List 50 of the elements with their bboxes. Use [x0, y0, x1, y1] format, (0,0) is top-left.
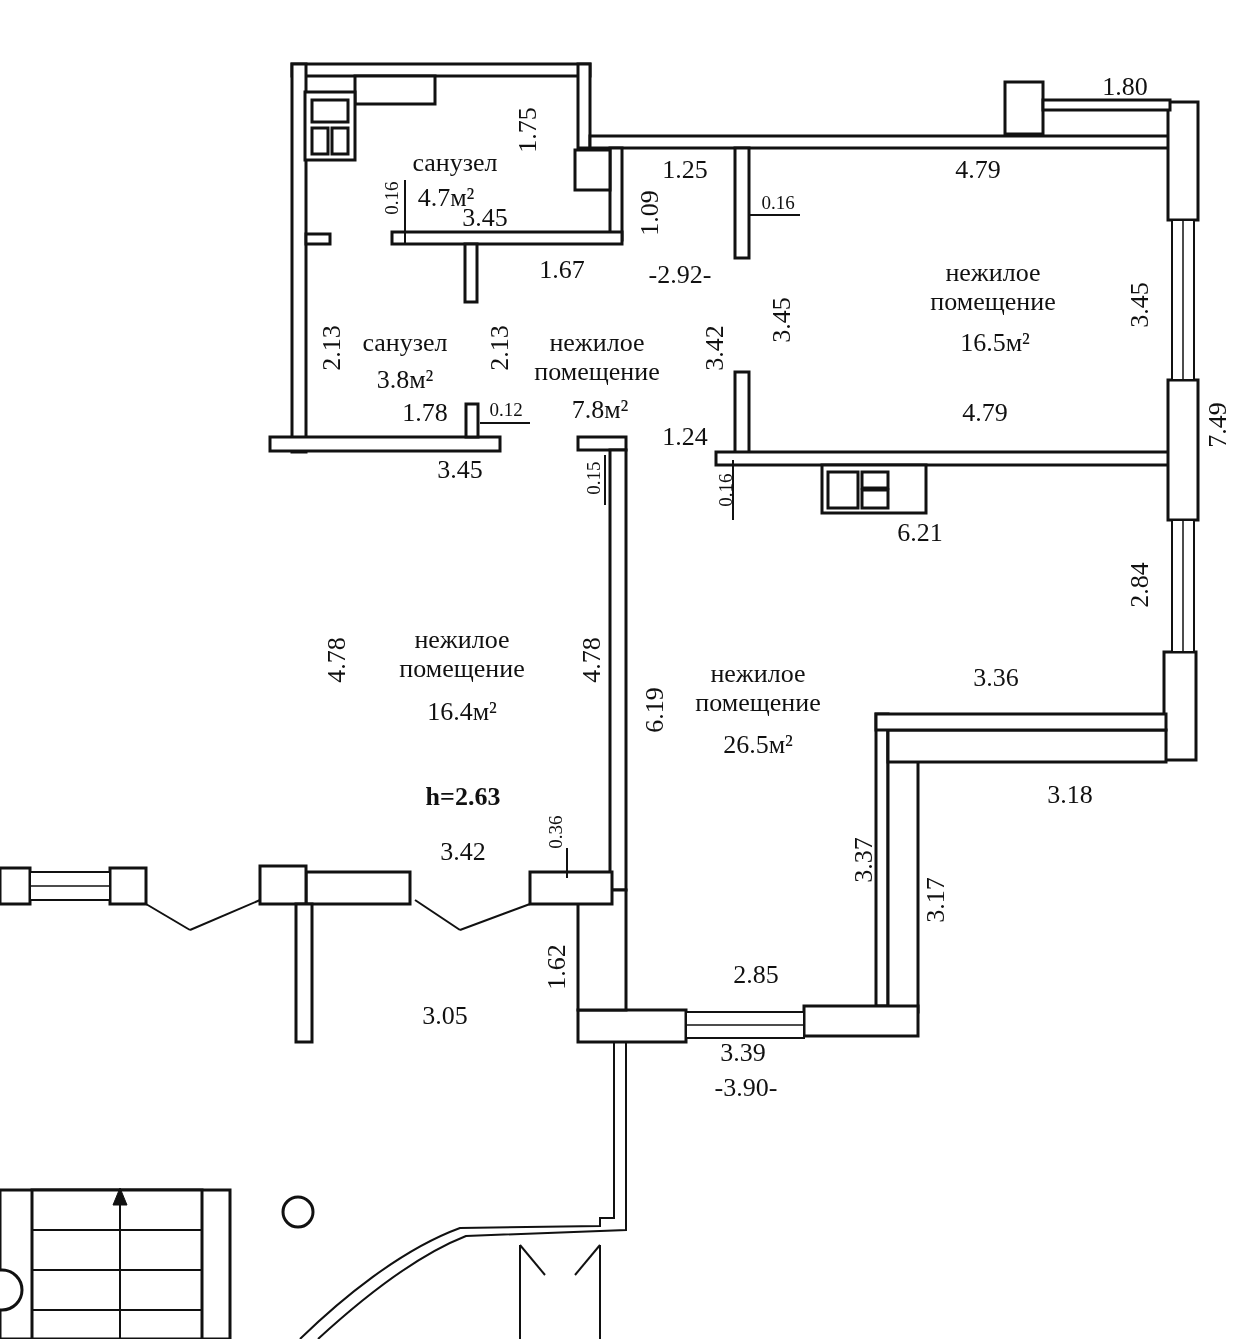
room-area: 3.8м² [376, 365, 434, 395]
dimension-label: 1.24 [662, 422, 708, 452]
dimension-label: 4.79 [962, 398, 1008, 428]
room-area: 7.8м² [571, 395, 629, 425]
room-name: нежилое помещение [694, 660, 822, 718]
dimension-label: 0.16 [761, 192, 795, 214]
dimension-label: 3.37 [849, 837, 879, 883]
dimension-label: 1.78 [402, 398, 448, 428]
dimension-label: 2.13 [485, 325, 515, 371]
dimension-label: 1.67 [539, 255, 585, 285]
dimension-label: 3.45 [1125, 282, 1155, 328]
room-name: нежилое помещение [398, 626, 526, 684]
dimension-label: 1.62 [542, 944, 572, 990]
room-name: нежилое помещение [533, 329, 661, 387]
dimension-label: 7.49 [1203, 402, 1233, 448]
dimension-label: 3.05 [422, 1001, 468, 1031]
dimension-label: 0.12 [489, 399, 523, 421]
dimension-label: 3.45 [437, 455, 483, 485]
dimension-label: -3.90- [714, 1073, 778, 1103]
dimension-label: 1.25 [662, 155, 708, 185]
dimension-label: 3.42 [700, 325, 730, 371]
dimension-label: 0.16 [381, 181, 403, 215]
dimension-label: 2.84 [1125, 562, 1155, 608]
dimension-label: 4.78 [577, 637, 607, 683]
dimension-label: 6.19 [640, 687, 670, 733]
dimension-label: 2.13 [317, 325, 347, 371]
dimension-label: 3.45 [767, 297, 797, 343]
dimension-label: 1.75 [513, 107, 543, 153]
dimension-label: -2.92- [648, 260, 712, 290]
dimension-label: 6.21 [897, 518, 943, 548]
dimension-label: 0.15 [583, 461, 605, 495]
dimension-label: 3.39 [720, 1038, 766, 1068]
dimension-label: 3.18 [1047, 780, 1093, 810]
room-name: санузел [362, 328, 448, 358]
room-area: 26.5м² [723, 730, 793, 760]
room-area: 16.5м² [960, 328, 1030, 358]
dimension-label: 3.17 [921, 877, 951, 923]
ceiling-height-label: h=2.63 [425, 782, 501, 812]
dimension-label: 0.36 [545, 815, 567, 849]
dimension-label: 2.85 [733, 960, 779, 990]
room-name: санузел [412, 148, 498, 178]
dimension-label: 1.80 [1102, 72, 1148, 102]
dimension-label: 0.16 [715, 473, 737, 507]
room-name: нежилое помещение [929, 259, 1057, 317]
dimension-label: 4.79 [955, 155, 1001, 185]
dimension-label: 3.42 [440, 837, 486, 867]
dimension-label: 1.09 [635, 190, 665, 236]
dimension-label: 4.78 [322, 637, 352, 683]
dimension-label: 3.36 [973, 663, 1019, 693]
room-area: 16.4м² [427, 697, 497, 727]
